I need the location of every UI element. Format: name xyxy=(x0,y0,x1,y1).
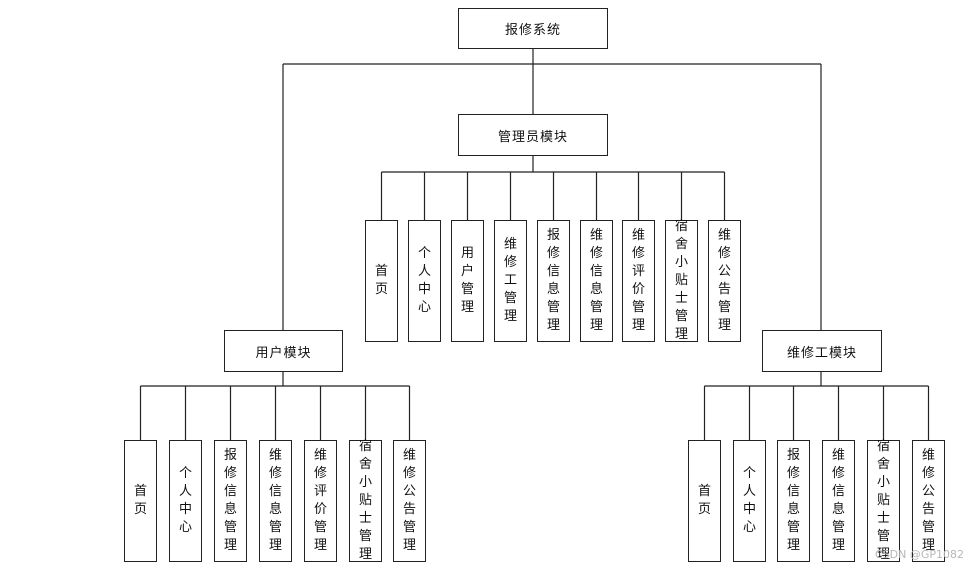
user-leaf-label: 宿舍小贴士管理 xyxy=(358,439,372,562)
worker-module-node: 维修工模块 xyxy=(762,330,882,372)
admin-leaf-node: 个人中心 xyxy=(408,220,441,342)
worker-leaf-node: 报修信息管理 xyxy=(777,440,810,562)
user-leaf-label: 首页 xyxy=(133,484,147,517)
user-leaf-label: 报修信息管理 xyxy=(223,448,237,553)
user-leaf-label: 个人中心 xyxy=(178,466,192,535)
worker-leaf-node: 维修公告管理 xyxy=(912,440,945,562)
user-leaf-node: 宿舍小贴士管理 xyxy=(349,439,382,562)
admin-leaf-node: 宿舍小贴士管理 xyxy=(665,219,698,342)
admin-leaf-node: 维修评价管理 xyxy=(622,220,655,342)
admin-leaf-label: 宿舍小贴士管理 xyxy=(674,219,688,342)
admin-leaf-label: 维修公告管理 xyxy=(717,228,731,333)
admin-leaf-label: 维修信息管理 xyxy=(589,228,603,333)
worker-leaf-node: 首页 xyxy=(688,440,721,562)
user-module-node: 用户模块 xyxy=(224,330,343,372)
admin-leaf-node: 维修信息管理 xyxy=(580,220,613,342)
worker-leaf-node: 维修信息管理 xyxy=(822,440,855,562)
worker-leaf-label: 个人中心 xyxy=(742,466,756,535)
user-leaf-node: 个人中心 xyxy=(169,440,202,562)
admin-leaf-node: 维修工管理 xyxy=(494,220,527,342)
user-leaf-node: 首页 xyxy=(124,440,157,562)
admin-leaf-label: 首页 xyxy=(374,264,388,297)
admin-module-node: 管理员模块 xyxy=(458,114,608,156)
user-leaf-label: 维修评价管理 xyxy=(313,448,327,553)
admin-leaf-label: 维修评价管理 xyxy=(631,228,645,333)
watermark: CSDN @GP1082 xyxy=(874,548,964,561)
admin-leaf-label: 维修工管理 xyxy=(503,237,517,324)
root-node: 报修系统 xyxy=(458,8,608,49)
admin-leaf-label: 个人中心 xyxy=(417,246,431,315)
worker-leaf-label: 维修信息管理 xyxy=(831,448,845,553)
admin-leaf-label: 用户管理 xyxy=(460,246,474,315)
worker-leaf-label: 维修公告管理 xyxy=(921,448,935,553)
worker-leaf-node: 宿舍小贴士管理 xyxy=(867,439,900,562)
worker-leaf-node: 个人中心 xyxy=(733,440,766,562)
user-leaf-node: 维修评价管理 xyxy=(304,440,337,562)
admin-leaf-label: 报修信息管理 xyxy=(546,228,560,333)
admin-leaf-node: 用户管理 xyxy=(451,220,484,342)
user-leaf-node: 维修公告管理 xyxy=(393,440,426,562)
user-leaf-node: 维修信息管理 xyxy=(259,440,292,562)
worker-leaf-label: 宿舍小贴士管理 xyxy=(876,439,890,562)
admin-leaf-node: 维修公告管理 xyxy=(708,220,741,342)
user-leaf-label: 维修公告管理 xyxy=(402,448,416,553)
admin-leaf-node: 报修信息管理 xyxy=(537,220,570,342)
admin-leaf-node: 首页 xyxy=(365,220,398,342)
worker-leaf-label: 首页 xyxy=(697,484,711,517)
worker-leaf-label: 报修信息管理 xyxy=(786,448,800,553)
user-leaf-node: 报修信息管理 xyxy=(214,440,247,562)
user-leaf-label: 维修信息管理 xyxy=(268,448,282,553)
